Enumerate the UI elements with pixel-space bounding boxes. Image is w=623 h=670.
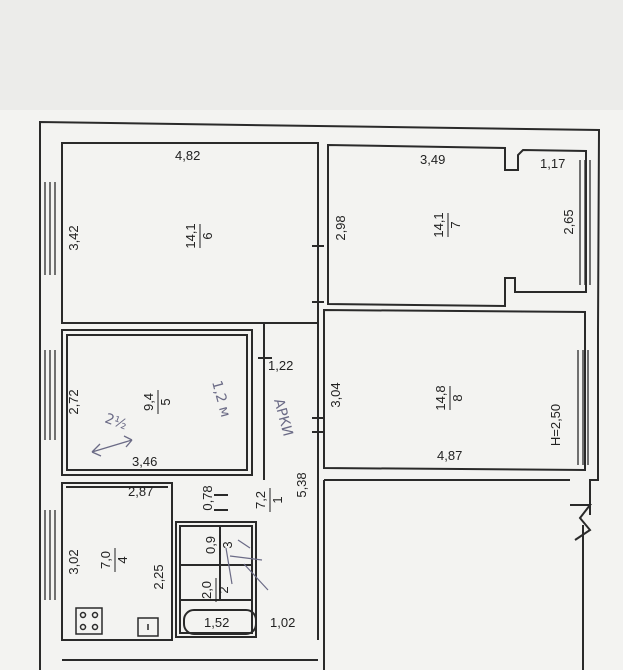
room3-area: 0,9 [203,536,218,554]
hall-bottom-width-label: 1,02 [270,615,295,630]
room5-number: 5 [158,398,173,405]
stove-icon [75,607,103,635]
room7-width-label: 3,49 [420,152,445,167]
room7-number: 7 [448,221,463,228]
windows [44,160,591,600]
room8-width-label: 4,87 [437,448,462,463]
handwritten-room5-note: 2½ [103,411,130,434]
room1-number: 1 [270,496,285,503]
room1-label: 1 7,2 [253,488,285,512]
paper-shadow [0,0,623,110]
room2-number: 2 [216,586,231,593]
room2-label: 2 2,0 [199,578,231,602]
room4-height-label: 3,02 [66,549,81,574]
corner-height-label: 2,65 [561,209,576,234]
corner-width-label: 1,17 [540,156,565,171]
hall-length-label: 5,38 [294,472,309,497]
room6-number: 6 [200,232,215,239]
room7-area: 14,1 [431,212,446,237]
hall-left-label: 2,25 [151,564,166,589]
door-marks [214,245,593,541]
walls [39,120,601,670]
room5-label: 5 9,4 [141,390,173,414]
room6-width-label: 4,82 [175,148,200,163]
room3-label: 3 0,9 [203,535,235,555]
room8-label: 8 14,8 [433,385,465,410]
room1-area: 7,2 [253,491,268,509]
room7-label: 7 14,1 [431,212,463,237]
room8-height-label: 3,04 [328,382,343,407]
room2-area: 2,0 [199,581,214,599]
room8-area: 14,8 [433,385,448,410]
room6-height-label: 3,42 [66,225,81,250]
room3-number: 3 [220,541,235,548]
ceiling-height-label: H=2,50 [548,404,563,446]
room5-height-label: 2,72 [66,389,81,414]
room7-height-label: 2,98 [333,215,348,240]
bath-length-label: 1,52 [204,615,229,630]
handwritten-scribble [225,539,269,591]
hall-arch-width-label: 1,22 [268,358,293,373]
room5-width-label: 3,46 [132,454,157,469]
room4-width-label: 2,87 [128,484,153,499]
room5-area: 9,4 [141,393,156,411]
sink-icon [137,617,159,637]
room8-number: 8 [450,394,465,401]
handwritten-arrow [91,435,133,457]
room6-label: 6 14,1 [183,223,215,248]
room6-area: 14,1 [183,223,198,248]
hall-narrow-label: 0,78 [200,485,215,510]
room4-area: 7,0 [98,551,113,569]
room4-number: 4 [115,556,130,563]
room4-label: 4 7,0 [98,548,130,572]
